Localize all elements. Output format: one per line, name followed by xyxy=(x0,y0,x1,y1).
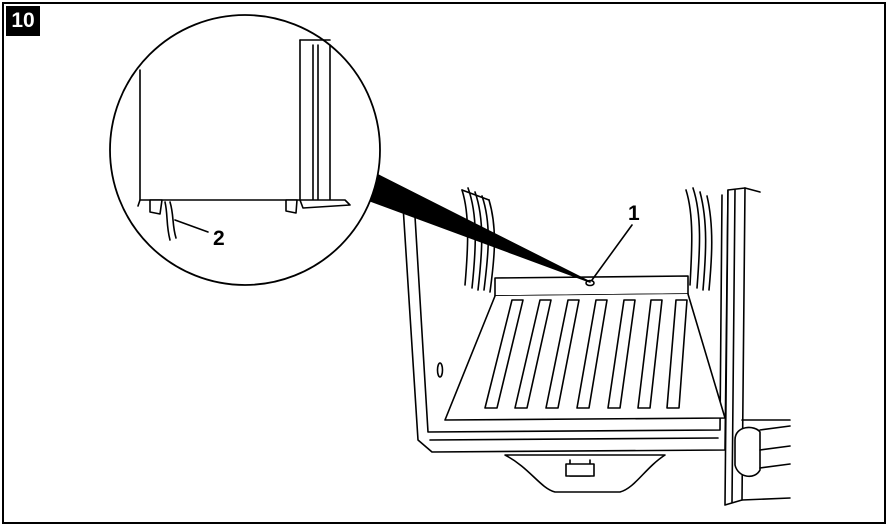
drain-hose-icon xyxy=(164,201,177,241)
open-door xyxy=(724,187,791,506)
right-foot-icon xyxy=(285,199,298,214)
callout-1-leader xyxy=(591,224,633,281)
detail-magnifier xyxy=(109,14,381,286)
callout-2-leader xyxy=(174,219,209,233)
left-foot-icon xyxy=(149,199,163,215)
floor-tray xyxy=(444,293,726,421)
figure-number-badge: 10 xyxy=(6,6,40,36)
callout-1-label: 1 xyxy=(628,202,640,225)
callout-2-label: 2 xyxy=(213,227,225,250)
right-cooling-fins xyxy=(685,187,713,291)
detail-cabinet-back xyxy=(137,39,351,209)
cabinet-base xyxy=(504,454,666,493)
